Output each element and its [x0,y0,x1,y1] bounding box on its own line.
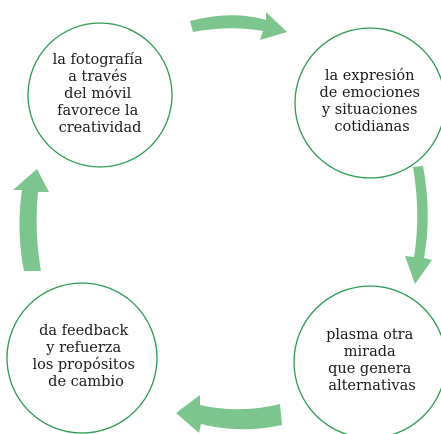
node-text-bottom-left: da feedback y refuerza los propósitos de… [32,323,139,390]
arrow-right-down [405,166,432,284]
arrow-top-right [190,12,287,40]
arrow-bottom-left [176,395,282,433]
node-circle-top-right [294,27,441,179]
node-text-bottom-right: plasma otra mirada que genera alternativ… [326,327,418,394]
node-text-top-right: la expresión de emociones y situaciones … [320,68,425,135]
node-circle-top-left [27,22,173,168]
node-circle-bottom-left [6,282,158,434]
node-circle-bottom-right [293,285,441,434]
node-text-top-left: la fotografía a través del móvil favorec… [53,52,148,136]
arrow-left-up [13,169,49,271]
